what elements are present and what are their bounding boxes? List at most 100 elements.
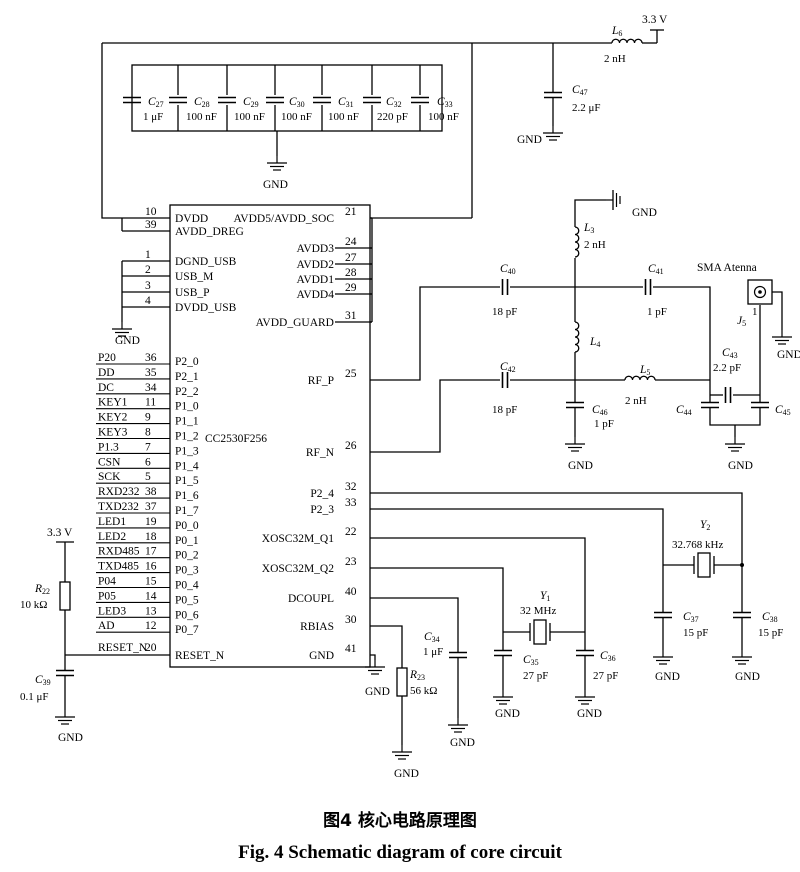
svg-text:XOSC32M_Q1: XOSC32M_Q1: [262, 533, 334, 545]
svg-text:15 pF: 15 pF: [758, 627, 783, 639]
svg-text:C42: C42: [500, 361, 516, 374]
svg-text:KEY1: KEY1: [98, 397, 128, 409]
svg-text:P2_1: P2_1: [175, 371, 199, 383]
svg-text:AVDD3: AVDD3: [297, 243, 335, 255]
svg-text:DVDD_USB: DVDD_USB: [175, 302, 237, 314]
svg-text:DD: DD: [98, 367, 115, 379]
svg-text:C41: C41: [648, 263, 664, 276]
svg-text:C36: C36: [600, 650, 616, 663]
usb-pin-wiring: [121, 260, 170, 322]
svg-text:P0_3: P0_3: [175, 565, 199, 577]
svg-text:R23: R23: [409, 669, 425, 682]
svg-text:RESET_N: RESET_N: [175, 650, 225, 662]
svg-text:32 MHz: 32 MHz: [520, 605, 556, 617]
svg-text:GND: GND: [58, 732, 83, 744]
svg-text:56 kΩ: 56 kΩ: [410, 685, 437, 697]
svg-text:3.3 V: 3.3 V: [642, 14, 668, 26]
svg-text:GND: GND: [309, 650, 334, 662]
reset-network: 3.3 V R22 10 kΩ C39 0.1 μF GND RESET_N 2…: [20, 527, 225, 744]
svg-text:2 nH: 2 nH: [625, 395, 647, 407]
chip-gnd-pin: GND: [364, 654, 390, 698]
svg-text:P0_4: P0_4: [175, 580, 199, 592]
svg-text:32: 32: [345, 481, 357, 493]
svg-text:C33: C33: [437, 96, 453, 109]
svg-text:P2_0: P2_0: [175, 356, 199, 368]
svg-text:18 pF: 18 pF: [492, 404, 517, 416]
svg-text:P0_1: P0_1: [175, 535, 199, 547]
svg-text:0.1 μF: 0.1 μF: [20, 691, 49, 703]
svg-text:C39: C39: [35, 674, 51, 687]
svg-text:13: 13: [145, 605, 157, 617]
svg-text:18 pF: 18 pF: [492, 306, 517, 318]
svg-text:GND: GND: [655, 671, 680, 683]
svg-text:10: 10: [145, 206, 157, 218]
svg-text:GND: GND: [394, 768, 419, 780]
svg-text:C45: C45: [775, 404, 791, 417]
svg-text:P1_1: P1_1: [175, 416, 199, 428]
svg-text:14: 14: [145, 590, 157, 602]
svg-text:C40: C40: [500, 263, 516, 276]
svg-text:GND: GND: [365, 686, 390, 698]
svg-text:18: 18: [145, 531, 157, 543]
svg-text:P0_2: P0_2: [175, 550, 199, 562]
svg-text:AVDD4: AVDD4: [297, 289, 335, 301]
figure-caption-en: Fig. 4 Schematic diagram of core circuit: [238, 842, 562, 863]
svg-text:2 nH: 2 nH: [584, 239, 606, 251]
svg-text:25: 25: [345, 368, 357, 380]
svg-text:21: 21: [345, 206, 357, 218]
svg-text:P20: P20: [98, 352, 116, 364]
svg-text:6: 6: [145, 456, 151, 468]
svg-text:8: 8: [145, 427, 151, 439]
svg-text:C34: C34: [424, 631, 440, 644]
svg-text:C30: C30: [289, 96, 305, 109]
decoupling-capacitor: C33 100 nF: [410, 65, 459, 131]
svg-text:100 nF: 100 nF: [234, 111, 265, 123]
svg-text:SCK: SCK: [98, 471, 121, 483]
ground-symbol-usb: [111, 321, 133, 337]
svg-text:24: 24: [345, 236, 357, 248]
svg-text:11: 11: [145, 397, 156, 409]
svg-text:C28: C28: [194, 96, 210, 109]
svg-text:P1_2: P1_2: [175, 431, 199, 443]
figure-caption-cn: 图4 核心电路原理图: [323, 811, 477, 831]
svg-text:DCOUPL: DCOUPL: [288, 593, 334, 605]
svg-text:41: 41: [345, 643, 357, 655]
svg-text:AVDD_GUARD: AVDD_GUARD: [256, 317, 334, 329]
svg-text:9: 9: [145, 412, 151, 424]
svg-text:35: 35: [145, 367, 157, 379]
svg-text:38: 38: [145, 486, 157, 498]
gnd-label: GND: [263, 179, 288, 191]
svg-text:GND: GND: [517, 134, 542, 146]
svg-text:AVDD1: AVDD1: [297, 274, 335, 286]
avdd-bus: [335, 218, 373, 323]
svg-text:27 pF: 27 pF: [523, 670, 548, 682]
svg-text:100 nF: 100 nF: [428, 111, 459, 123]
svg-text:32.768 kHz: 32.768 kHz: [672, 539, 723, 551]
svg-text:27: 27: [345, 252, 357, 264]
svg-text:GND: GND: [728, 460, 753, 472]
svg-text:DGND_USB: DGND_USB: [175, 256, 237, 268]
svg-text:P0_5: P0_5: [175, 594, 199, 606]
svg-text:2: 2: [145, 264, 151, 276]
svg-text:USB_M: USB_M: [175, 271, 213, 283]
svg-text:28: 28: [345, 267, 357, 279]
